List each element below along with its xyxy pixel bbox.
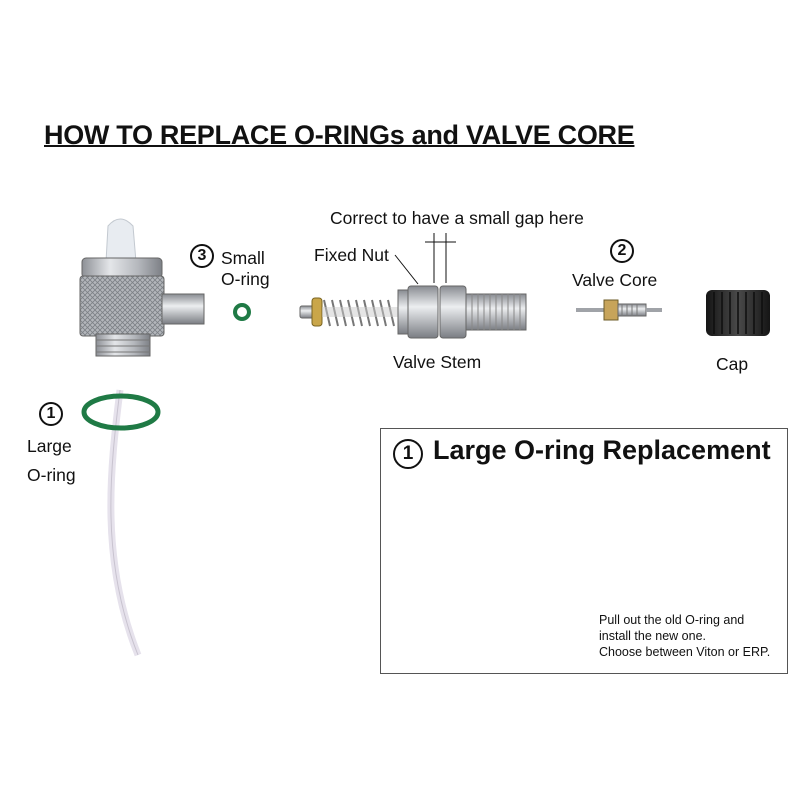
small-oring-label-2: O-ring (221, 269, 270, 289)
cap-label: Cap (716, 354, 749, 374)
step-number-3: 3 (190, 244, 214, 268)
fixed-nut-leader (394, 254, 419, 285)
fixed-nut-label: Fixed Nut (314, 245, 389, 265)
nozzle (105, 218, 137, 263)
valve-stem (299, 285, 527, 339)
fixed-nut (407, 285, 439, 339)
gap-note-label: Correct to have a small gap here (330, 208, 584, 228)
page-title: HOW TO REPLACE O-RINGs and VALVE CORE (44, 120, 635, 150)
large-oring-label-2: O-ring (27, 465, 76, 485)
inset-note-line-3: Choose between Viton or ERP. (599, 645, 771, 659)
step-number-1: 1 (39, 402, 63, 426)
valve-stem-label: Valve Stem (393, 352, 482, 372)
inset-note-line-2: install the new one. (599, 629, 707, 643)
side-port (161, 293, 205, 325)
valve-core-label: Valve Core (572, 270, 658, 290)
inset-note-line-1: Pull out the old O-ring and (599, 613, 745, 627)
small-oring (233, 303, 251, 321)
step-number-2: 2 (610, 239, 634, 263)
valve-core (576, 299, 662, 321)
large-oring-replacement-panel: 1 Large O-ring Replacement Pull out the … (380, 428, 788, 674)
inset-step-number: 1 (393, 439, 423, 469)
fitting-assembly (79, 218, 205, 657)
large-oring (81, 393, 161, 431)
large-oring-label-1: Large (27, 436, 72, 456)
cap (706, 290, 770, 336)
small-oring-label-1: Small (221, 248, 265, 268)
inset-title: Large O-ring Replacement (433, 435, 771, 465)
